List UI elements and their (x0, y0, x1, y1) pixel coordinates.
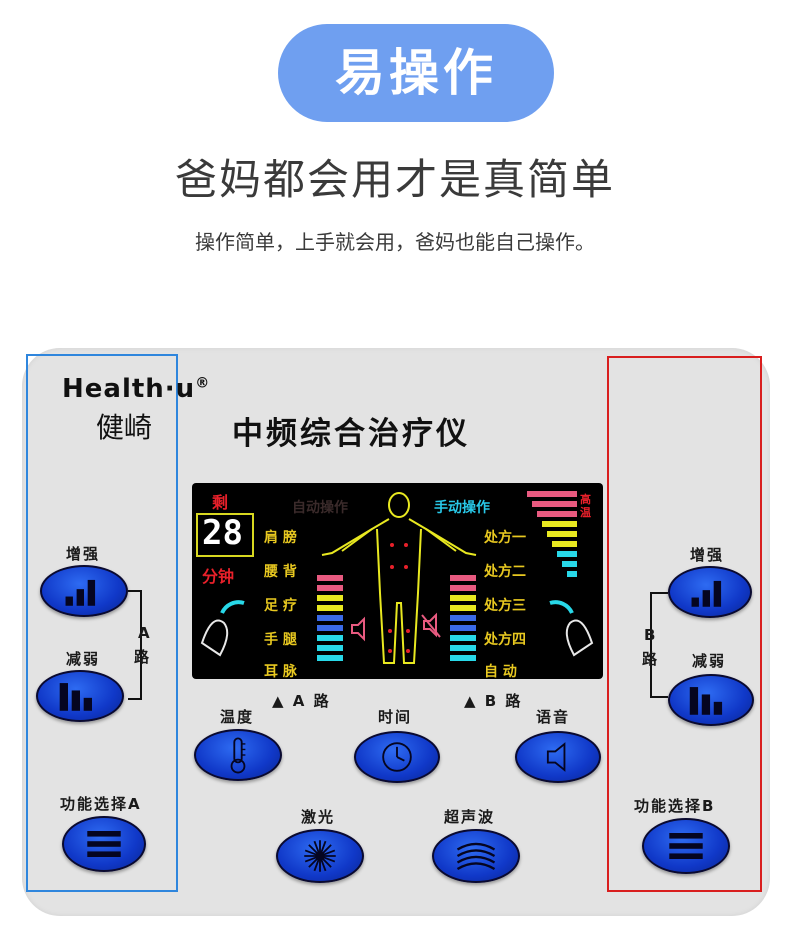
signal-up-icon (691, 580, 722, 607)
lcd-left-hand (200, 600, 245, 657)
clock-icon (382, 742, 412, 772)
b-channel-bracket (650, 592, 668, 698)
lcd-high-temp: 高温 (580, 493, 591, 519)
laser-label: 激光 (301, 808, 336, 826)
lcd-temperature-bars (527, 491, 577, 577)
signal-down-icon (689, 687, 723, 715)
lcd-program-2: 处方二 (484, 564, 526, 580)
lcd-timer-value: 28 (202, 513, 243, 553)
a-function-label: 功能选择A (60, 795, 142, 813)
lcd-manual-op: 手动操作 (434, 500, 490, 516)
lcd-part-foot: 足 疗 (264, 598, 297, 614)
channel-a-highlight-box (26, 354, 178, 892)
b-increase-label: 增强 (690, 546, 725, 564)
lcd-program-4: 处方四 (484, 632, 526, 648)
signal-down-icon (59, 683, 92, 711)
a-channel-bracket (128, 590, 142, 700)
lcd-part-ear: 耳 脉 (264, 664, 297, 679)
a-channel-letter: A (138, 624, 152, 642)
device-title: 中频综合治疗仪 (232, 416, 470, 452)
signal-up-icon (65, 579, 96, 606)
time-button[interactable] (354, 731, 440, 783)
a-increase-button[interactable] (40, 565, 128, 617)
a-function-button[interactable] (62, 816, 146, 872)
brand-chinese: 健崎 (96, 411, 153, 444)
wave-icon (456, 842, 496, 870)
feature-badge: 易操作 (278, 24, 554, 122)
a-decrease-button[interactable] (36, 670, 124, 722)
lcd-program-3: 处方三 (484, 598, 526, 614)
thermometer-icon (230, 737, 246, 774)
temperature-button[interactable] (194, 729, 282, 781)
lcd-display: 剩 28 分钟 自动操作 手动操作 高温 肩 膀 腰 背 足 疗 手 腿 耳 脉… (192, 483, 603, 679)
laser-button[interactable] (276, 829, 364, 883)
a-channel-indicator: ▲ A 路 (272, 692, 331, 710)
lcd-program-auto: 自 动 (484, 664, 517, 679)
b-decrease-button[interactable] (668, 674, 754, 726)
b-channel-letter: B (644, 626, 658, 644)
b-channel-word: 路 (642, 650, 660, 668)
lcd-part-shoulder: 肩 膀 (264, 530, 297, 546)
menu-icon (87, 831, 121, 857)
channel-b-highlight-box (607, 356, 762, 892)
lcd-program-1: 处方一 (484, 530, 526, 546)
lcd-level-bars-b (450, 575, 476, 661)
lcd-speaker-indicator (351, 612, 441, 642)
b-function-button[interactable] (642, 818, 730, 874)
lcd-graphics (200, 491, 594, 664)
brand-logo: Health·u® (62, 374, 211, 404)
subheadline: 操作简单，上手就会用，爸妈也能自己操作。 (195, 230, 595, 254)
lcd-auto-op: 自动操作 (292, 500, 348, 516)
a-channel-word: 路 (134, 648, 152, 666)
ultrasound-button[interactable] (432, 829, 520, 883)
lcd-level-bars-a (317, 575, 343, 661)
voice-button[interactable] (515, 731, 601, 783)
b-increase-button[interactable] (668, 566, 752, 618)
lcd-body-points (388, 543, 410, 653)
b-decrease-label: 减弱 (692, 652, 727, 670)
lcd-right-hand (549, 600, 594, 657)
a-increase-label: 增强 (66, 545, 101, 563)
b-channel-indicator: ▲ B 路 (464, 692, 523, 710)
headline: 爸妈都会用才是真简单 (174, 155, 615, 204)
menu-icon (669, 833, 703, 859)
laser-icon (304, 840, 336, 872)
lcd-timer-frame (196, 513, 254, 557)
time-label: 时间 (378, 708, 413, 726)
voice-label: 语音 (536, 708, 571, 726)
lcd-remaining-label: 剩 (212, 493, 229, 512)
b-function-label: 功能选择B (634, 797, 716, 815)
lcd-part-waist: 腰 背 (264, 564, 297, 580)
lcd-minutes-label: 分钟 (202, 567, 235, 586)
a-decrease-label: 减弱 (66, 650, 101, 668)
ultrasound-label: 超声波 (444, 808, 496, 826)
temperature-label: 温度 (220, 708, 255, 726)
lcd-body-figure (321, 492, 477, 664)
lcd-part-hand: 手 腿 (264, 632, 297, 648)
speaker-icon (546, 742, 566, 772)
